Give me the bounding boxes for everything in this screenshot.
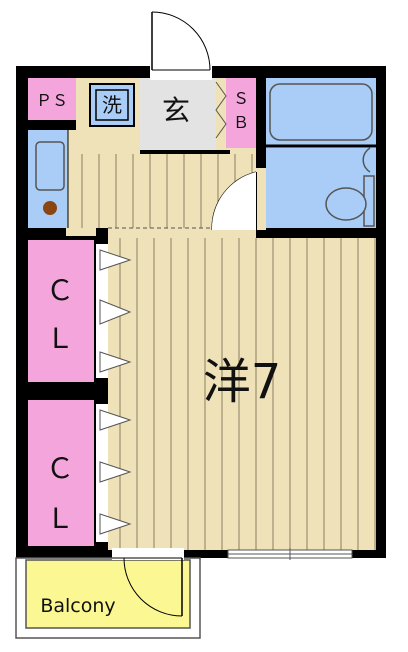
- shoe-box-label-b: Ｂ: [233, 113, 249, 132]
- washer-label: 洗: [102, 93, 122, 117]
- bath-door-swing-fill: [211, 172, 256, 230]
- washer-area: [89, 83, 135, 127]
- closet-doors[interactable]: [99, 249, 132, 535]
- pipe-space: [28, 78, 76, 120]
- main-room-label: 洋7: [203, 354, 282, 410]
- wash-basin-icon[interactable]: [362, 147, 371, 173]
- closet-lower-label-l: Ｌ: [46, 502, 74, 535]
- wall-bath-bottom: [256, 228, 376, 238]
- pipe-space-label: ＰＳ: [36, 91, 68, 110]
- bath-door-opening: [256, 168, 266, 230]
- closet-upper-label-c: Ｃ: [46, 274, 74, 307]
- entrance-fold-door: [215, 81, 227, 139]
- balcony-door-swing: [123, 557, 183, 617]
- wall-closet-divider: [28, 382, 108, 394]
- balcony-door-opening: [112, 548, 184, 560]
- bathtub[interactable]: [269, 83, 373, 141]
- closet-upper: [28, 240, 94, 382]
- entrance-floor: [140, 78, 216, 150]
- shoe-box-label-s: Ｓ: [233, 89, 249, 108]
- entrance-label: 玄: [162, 94, 190, 127]
- kitchen-sink[interactable]: [35, 141, 65, 191]
- balcony-floor: [25, 559, 191, 629]
- balcony-label: Balcony: [40, 595, 115, 617]
- washer-inner: [95, 89, 129, 121]
- front-door-opening: [150, 64, 212, 80]
- wall-kitchen-divider: [28, 120, 76, 130]
- floor-boards: [81, 154, 376, 550]
- toilet-bowl-icon[interactable]: [325, 187, 367, 221]
- closet-lower: [28, 400, 94, 546]
- closet-upper-label-l: Ｌ: [46, 322, 74, 355]
- front-door-swing: [151, 11, 211, 71]
- closet-lower-label-c: Ｃ: [46, 452, 74, 485]
- wall-bath-left: [256, 78, 266, 238]
- wall-entrance-bottom: [140, 150, 230, 154]
- shoe-box: [226, 78, 256, 148]
- stove-burner-icon[interactable]: [43, 201, 57, 215]
